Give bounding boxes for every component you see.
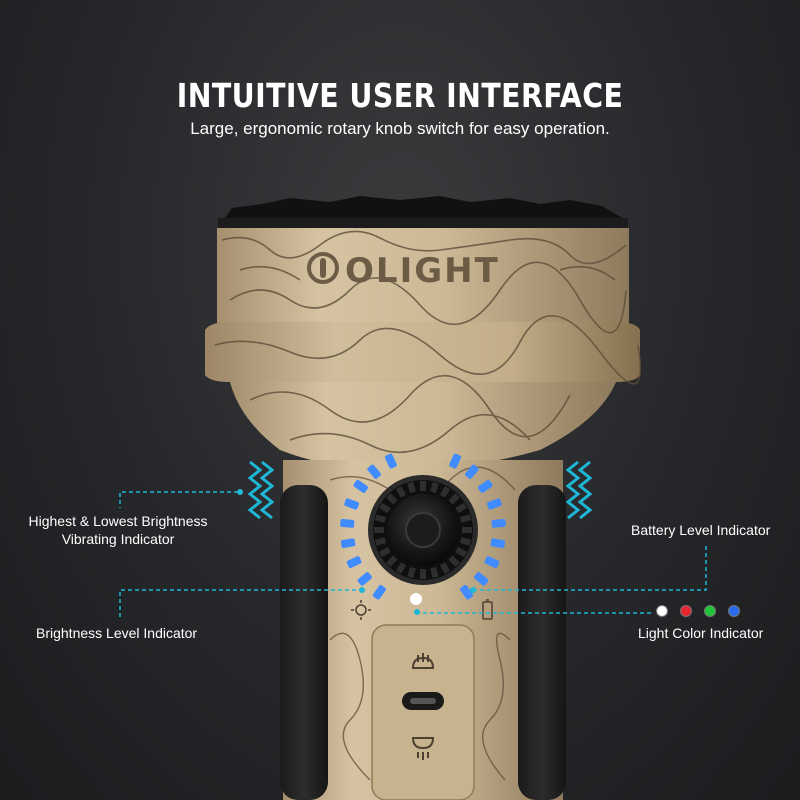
led-segment: [372, 585, 386, 600]
flashlight-head: [205, 228, 640, 470]
knob-tooth: [374, 514, 387, 523]
led-segment: [367, 464, 381, 479]
led-segment: [478, 479, 493, 493]
callout-lines: [119, 489, 707, 617]
flashlight-icon: [411, 737, 435, 760]
knob-tooth: [420, 481, 426, 491]
knob-tooth: [420, 569, 426, 579]
knob-tooth: [379, 546, 391, 558]
led-segment: [340, 538, 356, 549]
knob-tooth: [459, 514, 472, 523]
light-color-dot-red: [680, 605, 692, 617]
led-segment: [384, 453, 397, 469]
knob-tooth: [459, 537, 472, 546]
battery-level-label: Battery Level Indicator: [631, 522, 771, 538]
knob-tooth: [374, 527, 384, 533]
sun-icon: [351, 600, 371, 620]
brightness-level-label: Brightness Level Indicator: [36, 625, 198, 641]
knob-tooth: [395, 486, 407, 498]
rotary-knob[interactable]: [368, 475, 478, 585]
knob-tooth: [386, 555, 398, 567]
led-segment: [474, 572, 489, 586]
vibration-icon: [247, 460, 275, 520]
light-color-led: [410, 593, 422, 605]
led-segment: [491, 518, 506, 528]
brand-logo-text: OLIGHT: [345, 251, 500, 291]
light-color-label: Light Color Indicator: [638, 625, 764, 641]
led-segment: [490, 538, 506, 549]
page-title: INTUITIVE USER INTERFACE: [176, 76, 624, 115]
knob-tooth: [395, 562, 407, 574]
light-color-dot-green: [704, 605, 716, 617]
bezel: [218, 196, 628, 236]
led-segment: [346, 556, 362, 569]
knob-tooth: [439, 562, 451, 574]
knob-tooth: [430, 566, 439, 579]
control-panel: [371, 624, 475, 800]
led-segment: [484, 556, 500, 569]
knob-tooth: [448, 555, 460, 567]
knob-tooth: [448, 493, 460, 505]
vibrating-indicator-label: Highest & Lowest Brightness Vibrating In…: [28, 513, 208, 547]
knob-tooth: [407, 481, 416, 494]
brightness-led-ring: [340, 453, 506, 600]
light-color-dot-blue: [728, 605, 740, 617]
knob-tooth: [462, 527, 472, 533]
knob-tooth: [407, 566, 416, 579]
led-segment: [449, 453, 462, 469]
topographic-pattern: [214, 230, 642, 453]
led-segment: [465, 464, 479, 479]
knob-tooth: [455, 502, 467, 514]
led-segment: [344, 498, 359, 510]
led-segment: [357, 572, 372, 586]
knob-tooth: [430, 481, 439, 494]
led-segment: [460, 585, 474, 600]
battery-icon: [482, 599, 493, 620]
lantern-icon: [411, 653, 435, 669]
led-segment: [353, 479, 368, 493]
usb-c-port-icon[interactable]: [402, 692, 444, 710]
knob-tooth: [386, 493, 398, 505]
knob-tooth: [374, 537, 387, 546]
page-subtitle: Large, ergonomic rotary knob switch for …: [190, 119, 610, 138]
light-color-dots: [656, 605, 740, 617]
vibration-icon: [565, 460, 593, 520]
knob-tooth: [379, 502, 391, 514]
brand-logo: OLIGHT: [307, 251, 500, 291]
light-color-dot-white: [656, 605, 668, 617]
knob-tooth: [439, 486, 451, 498]
led-segment: [340, 518, 355, 528]
led-segment: [487, 498, 502, 510]
knob-tooth: [455, 546, 467, 558]
